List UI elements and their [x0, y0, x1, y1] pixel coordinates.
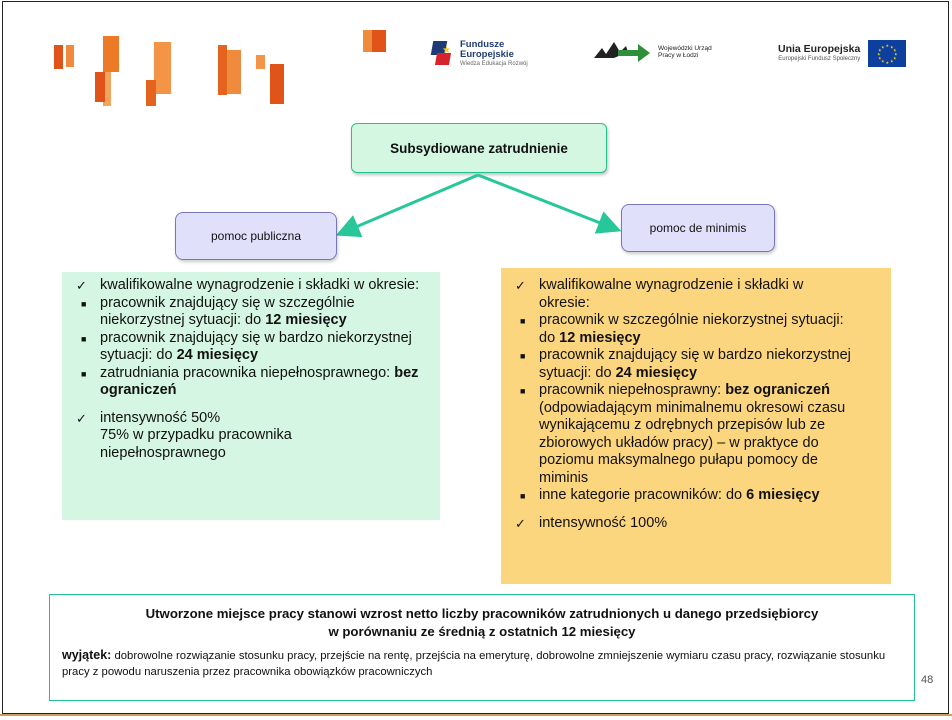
page-number: 48	[921, 674, 934, 686]
bullet-item: ■ pracownik znajdujący się w bardzo nieko…	[62, 330, 422, 365]
fundusze-logo-line2: Europejskie	[460, 48, 514, 60]
public-aid-panel: ✓ kwalifikowalne wynagrodzenie i składki …	[62, 272, 440, 520]
item-text-bold: 6 miesięcy	[746, 487, 820, 503]
square-bullet-icon: ■	[520, 491, 526, 501]
checked-item: ✓ intensywność 50%75% w przypadku pracown…	[62, 410, 422, 463]
checkmark-icon: ✓	[76, 278, 87, 293]
checked-item: ✓ kwalifikowalne wynagrodzenie i składki …	[501, 277, 856, 312]
item-text-part: inne kategorie pracowników: do	[539, 487, 747, 503]
svg-text:★: ★	[886, 60, 890, 65]
svg-text:★: ★	[881, 44, 885, 49]
item-text: pracownik w szczególnie niekorzystnej sy…	[539, 312, 856, 347]
item-text: pracownik znajdujący się w bardzo niekor…	[100, 330, 422, 365]
square-bullet-icon: ■	[520, 351, 526, 361]
item-text: kwalifikowalne wynagrodzenie i składki w…	[539, 277, 856, 312]
checked-item: ✓ intensywność 100%	[501, 515, 856, 533]
fundusze-logo-line3: Wiedza Edukacja Rozwój	[460, 60, 528, 67]
svg-text:★: ★	[893, 56, 897, 61]
item-text-part: pracownik niepełnosprawny:	[539, 382, 726, 398]
eu-flag-icon: ★★★ ★★★ ★★★ ★★★	[868, 40, 907, 67]
definition-heading-line1: Utworzone miejsce pracy stanowi wzrost n…	[145, 606, 819, 621]
item-text: pracownik znajdujący się w bardzo niekor…	[539, 347, 856, 382]
arrow-to-public	[335, 173, 479, 238]
item-text-line: 75% w przypadku pracownika	[100, 427, 292, 443]
item-text-part: zatrudniania pracownika niepełnosprawneg…	[100, 364, 395, 381]
bullet-item: ■ pracownik znajdujący się w bardzo nieko…	[501, 347, 856, 382]
item-text-part: pracownik w szczególnie niekorzystnej sy…	[539, 312, 844, 346]
item-text-part: intensywność 100%	[539, 514, 668, 531]
svg-text:★: ★	[878, 56, 882, 61]
wup-logo-line1: Wojewódzki Urząd	[658, 44, 712, 52]
category-de-minimis: pomoc de minimis	[621, 204, 775, 252]
item-text-bold: 24 miesięcy	[176, 347, 259, 363]
bullet-item: ■ pracownik niepełnosprawny: bez ogranicz…	[501, 382, 856, 487]
bullet-item: ■ zatrudniania pracownika niepełnosprawne…	[62, 365, 422, 400]
square-bullet-icon: ■	[81, 298, 87, 309]
item-text: inne kategorie pracowników: do 6 miesięc…	[539, 487, 856, 505]
item-text-bold: bez ograniczeń	[100, 364, 419, 399]
definition-heading-line2: w porównaniu ze średnią z ostatnich 12 m…	[328, 624, 636, 639]
square-bullet-icon: ■	[81, 333, 87, 344]
square-bullet-icon: ■	[520, 316, 526, 326]
fundusze-europejskie-logo: ★ Fundusze Europejskie Wiedza Edukacja R…	[430, 39, 528, 67]
checkmark-icon: ✓	[515, 278, 526, 293]
svg-text:★: ★	[890, 59, 894, 64]
exception-text: wyjątek: dobrowolne rozwiązanie stosunku…	[62, 647, 902, 680]
decorative-blocks	[0, 0, 420, 110]
eu-logo-line1: Unia Europejska	[778, 43, 861, 56]
de-minimis-list: ✓ kwalifikowalne wynagrodzenie i składki …	[501, 268, 856, 532]
bullet-item: ■ pracownik znajdujący się w szczególnie …	[62, 295, 422, 330]
item-text-part: pracownik znajdujący się w bardzo niekor…	[100, 329, 412, 364]
item-text-line: niepełnosprawnego	[100, 444, 226, 461]
category-public-aid: pomoc publiczna	[175, 212, 337, 260]
wup-lodz-logo-icon	[594, 42, 650, 62]
svg-text:★: ★	[877, 52, 881, 57]
item-text-bold: 12 miesięcy	[265, 312, 347, 328]
checkmark-icon: ✓	[515, 515, 526, 531]
item-text-part: intensywność 50%	[100, 409, 221, 426]
wup-lodz-logo: Wojewódzki Urząd Pracy w Łodzi	[594, 40, 712, 64]
item-text-part: (odpowiadającym minimalnemu okresowi cza…	[539, 399, 846, 486]
wup-logo-line2: Pracy w Łodzi	[658, 52, 699, 59]
slide-bottom-rule	[0, 714, 952, 716]
fundusze-europejskie-logo-icon: ★	[430, 40, 454, 67]
exception-label: wyjątek:	[62, 648, 112, 662]
arrow-to-minimis	[477, 173, 622, 234]
public-aid-list: ✓ kwalifikowalne wynagrodzenie i składki …	[62, 272, 422, 462]
item-text: intensywność 50%75% w przypadku pracowni…	[100, 410, 422, 463]
fundusze-logo-line1: Fundusze	[460, 39, 505, 50]
checked-item: ✓ kwalifikowalne wynagrodzenie i składki …	[62, 277, 422, 295]
item-text-bold: 12 miesięcy	[559, 329, 641, 346]
svg-text:★: ★	[893, 48, 897, 53]
bullet-item: ■ pracownik w szczególnie niekorzystnej s…	[501, 312, 856, 347]
item-text-bold: 24 miesięcy	[615, 364, 698, 381]
eu-logo-line2: Europejski Fundusz Społeczny	[778, 55, 861, 62]
bullet-item: ■ inne kategorie pracowników: do 6 miesię…	[501, 487, 856, 505]
item-text: pracownik znajdujący się w szczególnie n…	[100, 295, 422, 330]
item-text: kwalifikowalne wynagrodzenie i składki w…	[100, 277, 422, 295]
item-text-part: pracownik znajdujący się w bardzo niekor…	[539, 347, 851, 381]
item-text: pracownik niepełnosprawny: bez ogranicze…	[539, 382, 856, 487]
square-bullet-icon: ■	[81, 368, 87, 379]
svg-text:★: ★	[890, 44, 894, 49]
eu-logo: Unia Europejska Europejski Fundusz Społe…	[778, 40, 907, 67]
item-text: intensywność 100%	[539, 515, 856, 533]
svg-text:★: ★	[881, 59, 885, 64]
exception-body: dobrowolne rozwiązanie stosunku pracy, p…	[62, 650, 886, 678]
checkmark-icon: ✓	[76, 410, 87, 426]
square-bullet-icon: ■	[520, 386, 526, 396]
svg-text:★: ★	[886, 43, 890, 48]
item-text-part: kwalifikowalne wynagrodzenie i składki w…	[539, 277, 804, 311]
diagram-title: Subsydiowane zatrudnienie	[351, 123, 607, 173]
item-text-part: pracownik znajdujący się w szczególnie n…	[100, 294, 355, 329]
item-text-bold: bez ograniczeń	[725, 382, 830, 398]
item-text-part: kwalifikowalne wynagrodzenie i składki w…	[100, 277, 420, 293]
de-minimis-panel: ✓ kwalifikowalne wynagrodzenie i składki …	[501, 268, 891, 584]
svg-text:★: ★	[894, 52, 898, 57]
definition-heading: Utworzone miejsce pracy stanowi wzrost n…	[62, 605, 902, 641]
svg-text:★: ★	[878, 48, 882, 53]
definition-box: Utworzone miejsce pracy stanowi wzrost n…	[49, 594, 915, 701]
item-text: zatrudniania pracownika niepełnosprawneg…	[100, 365, 422, 400]
